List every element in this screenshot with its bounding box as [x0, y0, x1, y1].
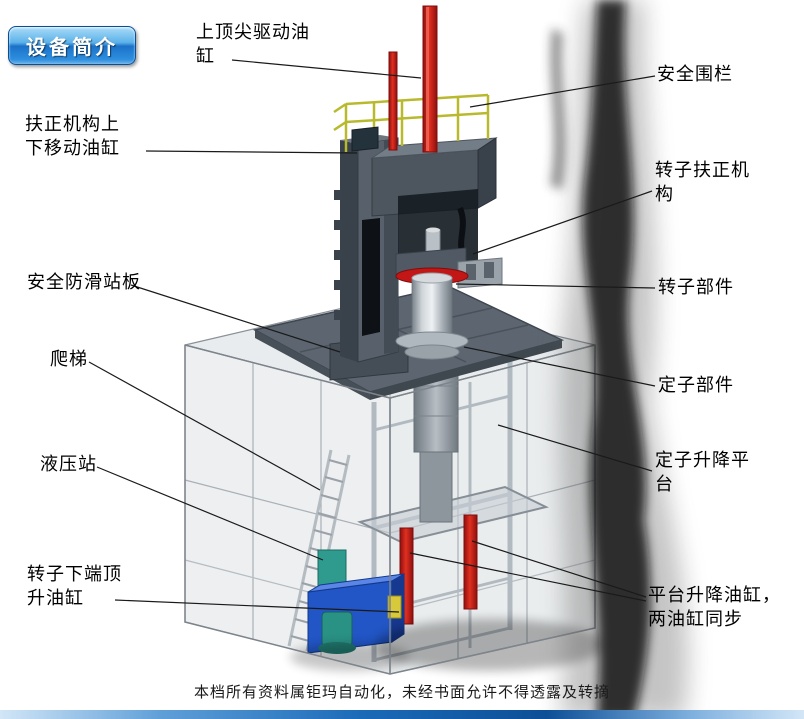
leader-hydraulic-station: [96, 466, 324, 561]
drive-rod-main: [422, 5, 438, 153]
platform-lift-cylinder-right: [463, 514, 478, 610]
leader-stator-lift-platform: [497, 424, 653, 472]
drive-rod-left: [388, 51, 398, 151]
label-rotor-component: 转子部件: [658, 277, 734, 297]
label-rotor-centering-mechanism: 转子扶正机 构: [655, 160, 750, 204]
leader-stator-component: [463, 346, 656, 387]
bottom-accent-bar: [0, 710, 804, 719]
rotor-assembly: [395, 227, 503, 360]
leader-safety-fence: [469, 75, 656, 108]
label-stator-component: 定子部件: [658, 375, 734, 395]
leader-rotor-component: [455, 283, 656, 289]
title-badge-label: 设备简介: [26, 37, 118, 59]
label-centering-updown-cylinder: 扶正机构上 下移动油缸: [25, 114, 120, 158]
label-anti-slip-deck: 安全防滑站板: [27, 272, 141, 292]
leader-platform-lift-left: [409, 552, 647, 602]
leader-platform-lift-right: [471, 540, 647, 598]
label-top-tip-drive-cylinder: 上顶尖驱动油 缸: [196, 22, 310, 66]
label-ladder: 爬梯: [50, 349, 88, 369]
smoke-shadow: [550, 0, 689, 719]
leader-ladder: [88, 361, 321, 491]
label-rotor-bottom-jack-cylinder: 转子下端顶 升油缸: [27, 564, 122, 608]
floor-shadow: [290, 619, 605, 671]
control-box: [351, 126, 379, 152]
label-stator-lift-platform: 定子升降平 台: [655, 450, 750, 494]
leader-lines: [88, 59, 656, 613]
leader-centering-updown-cylinder: [145, 150, 358, 154]
title-badge: 设备简介: [8, 26, 136, 65]
platform-lift-cylinder-figures: [399, 514, 478, 625]
leader-top-tip-drive-cylinder: [231, 59, 422, 79]
leader-rotor-centering-mechanism: [472, 190, 653, 255]
footer-note: 本档所有资料属钜玛自动化，未经书面允许不得透露及转摘: [193, 685, 610, 701]
label-platform-lift-cylinders: 平台升降油缸， 两油缸同步: [648, 585, 781, 629]
label-safety-fence: 安全围栏: [657, 64, 733, 84]
label-hydraulic-station: 液压站: [40, 454, 97, 474]
leader-anti-slip-deck: [130, 284, 341, 353]
leader-rotor-bottom-jack-cylinder: [114, 599, 400, 613]
drive-cylinder-rods: [388, 5, 438, 153]
